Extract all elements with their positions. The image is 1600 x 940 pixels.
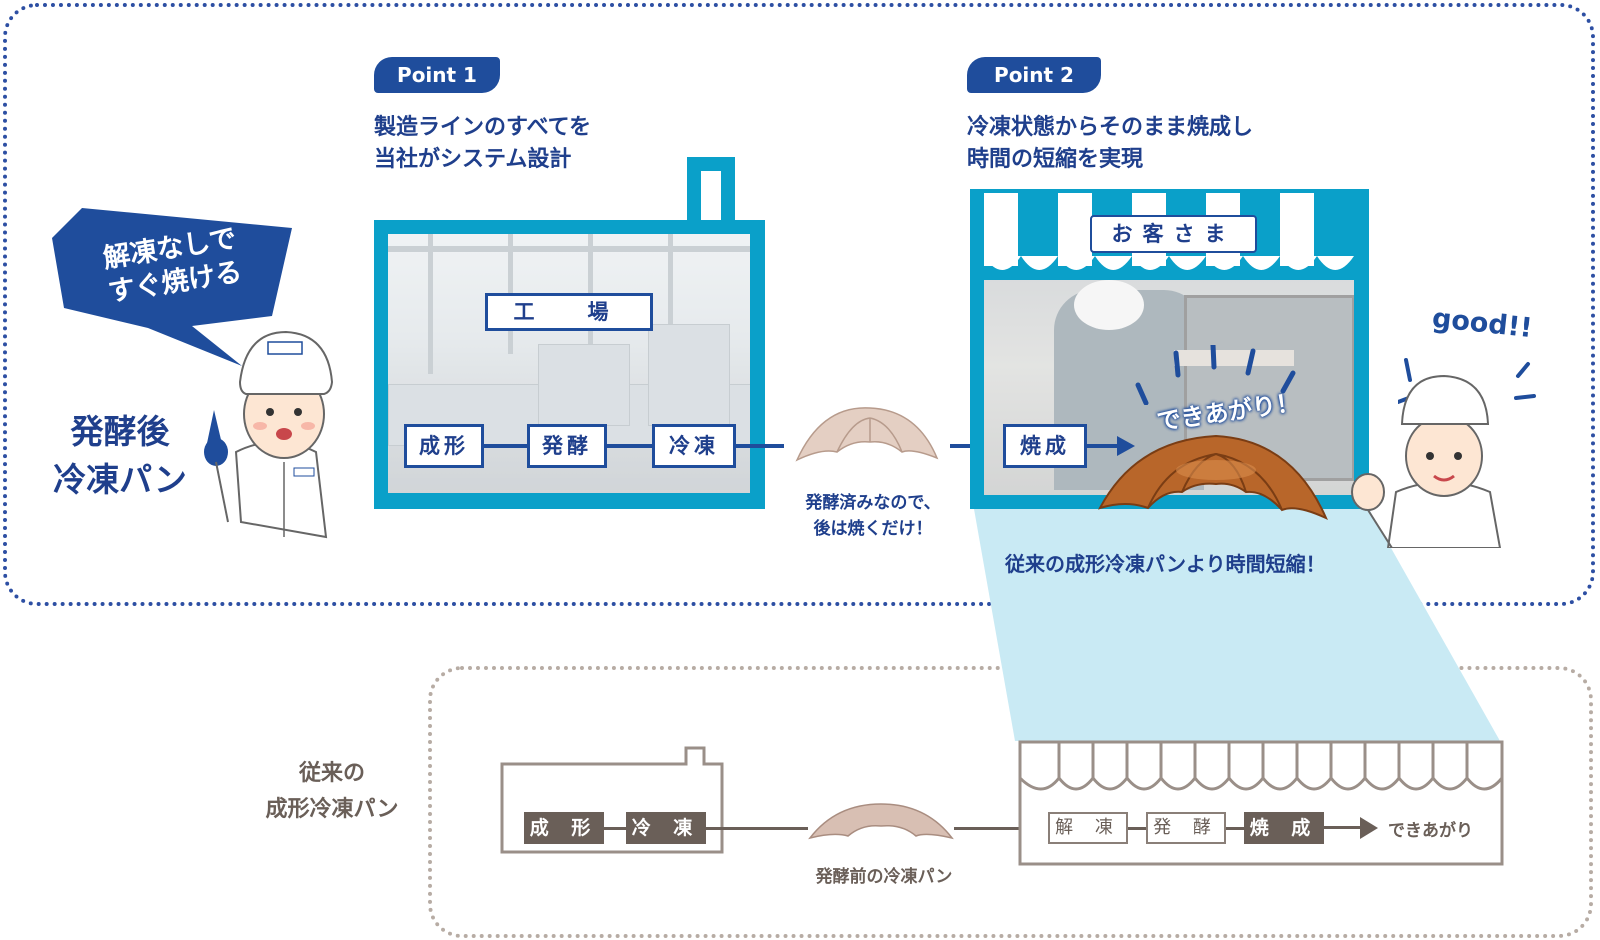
conventional-step-freezing: 冷 凍 [626,812,706,844]
male-staff-illustration [1351,374,1502,548]
conventional-factory-outline [500,746,724,854]
conventional-title: 従来の 成形冷凍パン [265,761,399,822]
step-freezing: 冷凍 [652,424,736,468]
top-dotted-frame [3,3,1595,606]
conventional-connector [1226,827,1244,830]
process-connector [734,444,784,448]
step-fermenting: 発酵 [527,424,607,468]
speech-bubble [52,208,292,366]
baking-arrow-icon [1087,436,1135,456]
process-connector [604,444,654,448]
conventional-result: できあがり [1388,821,1473,841]
step-baking: 焼成 [1003,424,1087,468]
conventional-shop-outline [1018,740,1504,866]
product-title-line-1: 発酵後 [70,412,170,451]
conventional-connector [604,827,626,830]
point2-caption: 冷凍状態からそのまま焼成し 時間の短縮を実現 [967,115,1254,172]
conventional-step-shaping: 成 形 [524,812,604,844]
conventional-step-fermenting: 発 酵 [1146,812,1226,844]
unfermented-note: 発酵前の冷凍パン [815,867,953,887]
time-reduced-text: 従来の成形冷凍パンより時間短縮！ [1005,552,1326,576]
step-shaping: 成形 [404,424,484,468]
conventional-connector [954,827,1024,830]
fermented-note: 発酵済みなので、 後は焼くだけ！ [805,493,941,539]
conventional-connector [706,827,808,830]
conventional-arrow-icon [1324,817,1378,839]
conventional-step-baking: 焼 成 [1244,812,1324,844]
awning-scallops [984,256,1354,270]
point2-tag: Point 2 [967,57,1101,93]
baked-croissant-image [1097,434,1328,521]
factory-photo [388,234,750,493]
conventional-connector [1128,827,1146,830]
product-title-line-2: 冷凍パン [53,460,187,499]
awning-stripe [1280,193,1314,266]
factory-label: 工 場 [485,293,653,331]
customer-label: お客さま [1090,215,1257,253]
process-connector [480,444,530,448]
frozen-croissant-image [795,407,939,462]
sparkle-lines-icon [1135,345,1296,405]
awning-stripe [1058,193,1092,266]
product-title: 発酵後 冷凍パン [40,408,200,504]
factory-chimney-inner [701,171,721,231]
conventional-step-thawing: 解 凍 [1048,812,1128,844]
unfermented-dough-image [808,803,954,840]
female-staff-illustration [204,330,334,539]
point1-tag: Point 1 [374,57,500,93]
point1-caption: 製造ラインのすべてを 当社がシステム設計 [374,115,592,172]
awning-stripe [984,193,1018,266]
